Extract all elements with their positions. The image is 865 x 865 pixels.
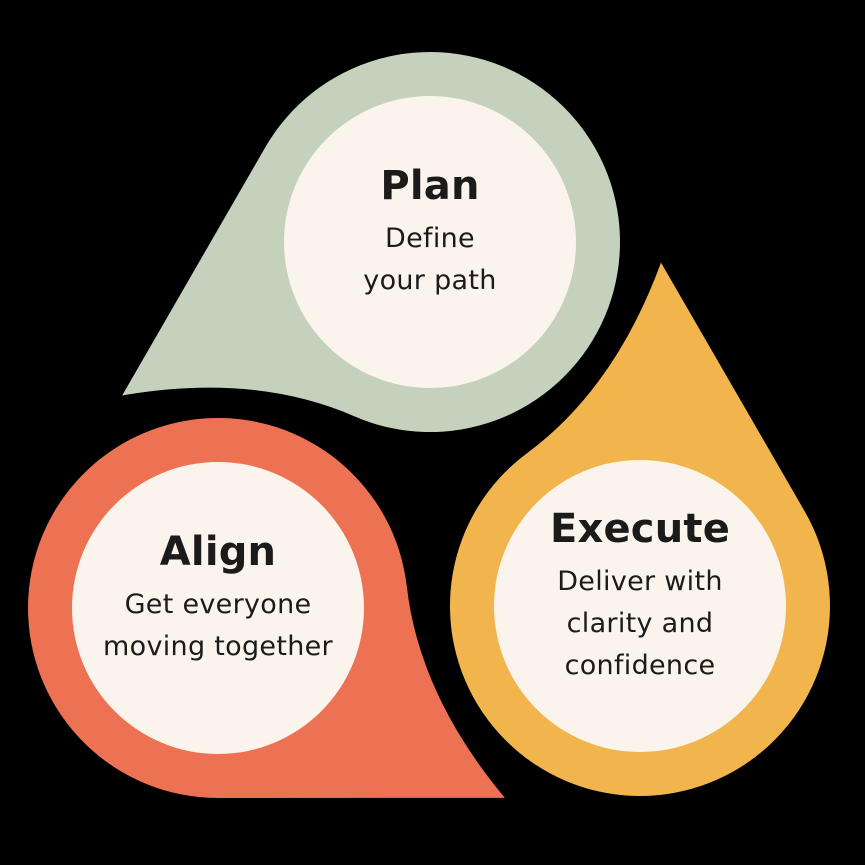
align-inner-circle [72, 462, 364, 754]
execute-inner-circle [494, 460, 786, 752]
plan-inner-circle [284, 96, 576, 388]
